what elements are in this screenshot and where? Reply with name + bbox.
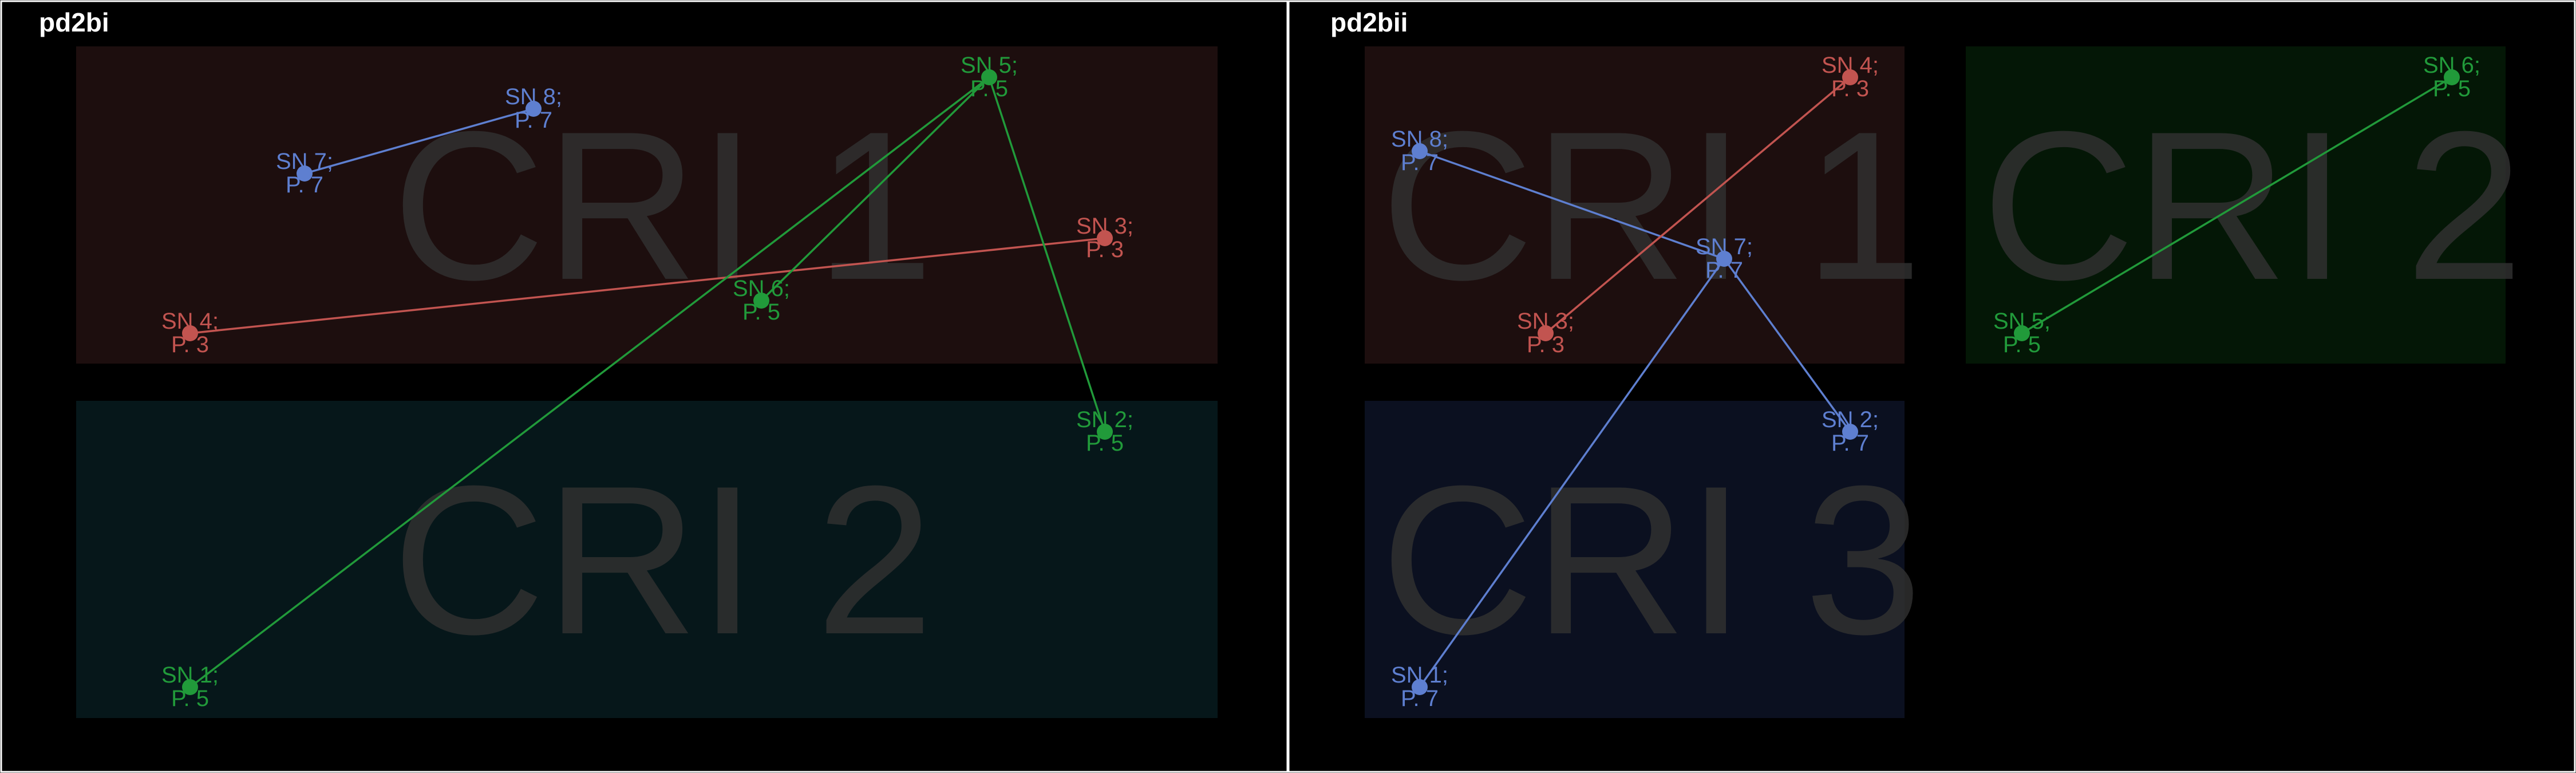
node-sn2[interactable] — [1842, 424, 1858, 440]
node-label-line1: SN 8; — [505, 84, 562, 109]
node-label-line2: P. 3 — [1527, 332, 1564, 357]
node-label-line1: SN 4; — [161, 309, 219, 334]
edge-sn7-sn8 — [304, 108, 534, 175]
node-label-line2: P. 7 — [515, 108, 552, 133]
node-label-line2: P. 5 — [742, 299, 780, 325]
region-r3 — [1365, 401, 1905, 718]
node-label-sn2: SN 2;P. 7 — [1822, 407, 1879, 456]
node-label-line1: SN 1; — [1391, 662, 1448, 688]
node-sn5[interactable] — [2014, 325, 2030, 341]
node-sn8[interactable] — [1412, 143, 1428, 159]
node-label-line1: SN 1; — [161, 662, 219, 688]
edge-sn5-sn2 — [988, 77, 1106, 432]
node-label-line1: SN 6; — [733, 276, 790, 301]
node-label-sn3: SN 3;P. 3 — [1517, 309, 1574, 357]
node-label-sn5: SN 5;P. 5 — [961, 53, 1018, 101]
node-label-sn6: SN 6;P. 5 — [733, 276, 790, 325]
edge-sn5-sn1 — [189, 76, 990, 688]
node-sn4[interactable] — [182, 325, 198, 341]
panel-title: pd2bi — [39, 7, 109, 37]
node-label-line1: SN 7; — [276, 149, 333, 174]
node-label-sn3: SN 3;P. 3 — [1076, 214, 1133, 262]
node-label-sn7: SN 7;P. 7 — [1696, 234, 1753, 283]
edge-sn3-sn4 — [1544, 76, 1851, 334]
region-r1 — [76, 46, 1218, 364]
node-label-sn5: SN 5;P. 5 — [1993, 309, 2050, 357]
edge-sn6-sn5 — [760, 76, 990, 302]
node-label-line2: P. 5 — [2433, 76, 2471, 101]
node-label-line2: P. 7 — [1705, 258, 1743, 283]
node-sn7[interactable] — [297, 165, 313, 182]
node-label-line2: P. 7 — [286, 172, 323, 198]
node-label-sn8: SN 8;P. 7 — [505, 84, 562, 133]
node-sn6[interactable] — [2444, 69, 2460, 85]
node-sn1[interactable] — [1412, 679, 1428, 695]
node-sn8[interactable] — [526, 101, 542, 117]
region-label: CRI 3 — [1381, 442, 1922, 679]
node-label-line2: P. 5 — [970, 76, 1008, 101]
panel-title: pd2bii — [1330, 7, 1408, 37]
region-label: CRI 2 — [1982, 88, 2523, 324]
node-label-line1: SN 3; — [1076, 214, 1133, 239]
node-sn2[interactable] — [1097, 424, 1113, 440]
node-sn7[interactable] — [1716, 251, 1732, 267]
node-label-line2: P. 5 — [171, 686, 209, 711]
node-label-line1: SN 3; — [1517, 309, 1574, 334]
edge-sn4-sn3 — [189, 237, 1105, 334]
edge-sn5-sn6 — [2021, 76, 2452, 334]
node-label-line2: P. 5 — [2003, 332, 2041, 357]
node-label-line2: P. 3 — [171, 332, 209, 357]
region-label: CRI 1 — [1381, 88, 1922, 324]
node-label-line2: P. 7 — [1401, 150, 1439, 175]
node-sn6[interactable] — [753, 293, 769, 309]
node-label-sn1: SN 1;P. 7 — [1391, 662, 1448, 711]
node-sn3[interactable] — [1097, 230, 1113, 246]
node-label-line2: P. 7 — [1831, 431, 1869, 456]
node-label-line1: SN 8; — [1391, 127, 1448, 152]
node-label-sn4: SN 4;P. 3 — [161, 309, 219, 357]
node-label-sn1: SN 1;P. 5 — [161, 662, 219, 711]
node-label-line1: SN 5; — [1993, 309, 2050, 334]
node-sn1[interactable] — [182, 679, 198, 695]
node-label-sn4: SN 4;P. 3 — [1822, 53, 1879, 101]
region-label: CRI 1 — [392, 88, 934, 324]
node-sn4[interactable] — [1842, 69, 1858, 85]
edge-sn7-sn1 — [1419, 258, 1725, 688]
node-label-line2: P. 3 — [1831, 76, 1869, 101]
region-r2 — [76, 401, 1218, 718]
panel-border — [1287, 0, 2576, 773]
panel-border — [0, 0, 1289, 773]
edge-sn8-sn7 — [1419, 150, 1725, 260]
node-label-line2: P. 5 — [1086, 431, 1124, 456]
node-label-line1: SN 2; — [1076, 407, 1133, 432]
node-label-line1: SN 2; — [1822, 407, 1879, 432]
node-label-sn2: SN 2;P. 5 — [1076, 407, 1133, 456]
node-label-sn6: SN 6;P. 5 — [2423, 53, 2480, 101]
region-label: CRI 2 — [392, 442, 934, 679]
edge-sn7-sn2 — [1723, 258, 1851, 433]
node-sn5[interactable] — [981, 69, 997, 85]
node-label-line1: SN 4; — [1822, 53, 1879, 78]
node-label-line1: SN 5; — [961, 53, 1018, 78]
node-label-sn7: SN 7;P. 7 — [276, 149, 333, 198]
node-label-line1: SN 6; — [2423, 53, 2480, 78]
node-label-line2: P. 7 — [1401, 686, 1439, 711]
node-sn3[interactable] — [1538, 325, 1554, 341]
node-label-sn8: SN 8;P. 7 — [1391, 127, 1448, 175]
region-r1 — [1365, 46, 1905, 364]
node-label-line1: SN 7; — [1696, 234, 1753, 259]
node-label-line2: P. 3 — [1086, 237, 1124, 262]
